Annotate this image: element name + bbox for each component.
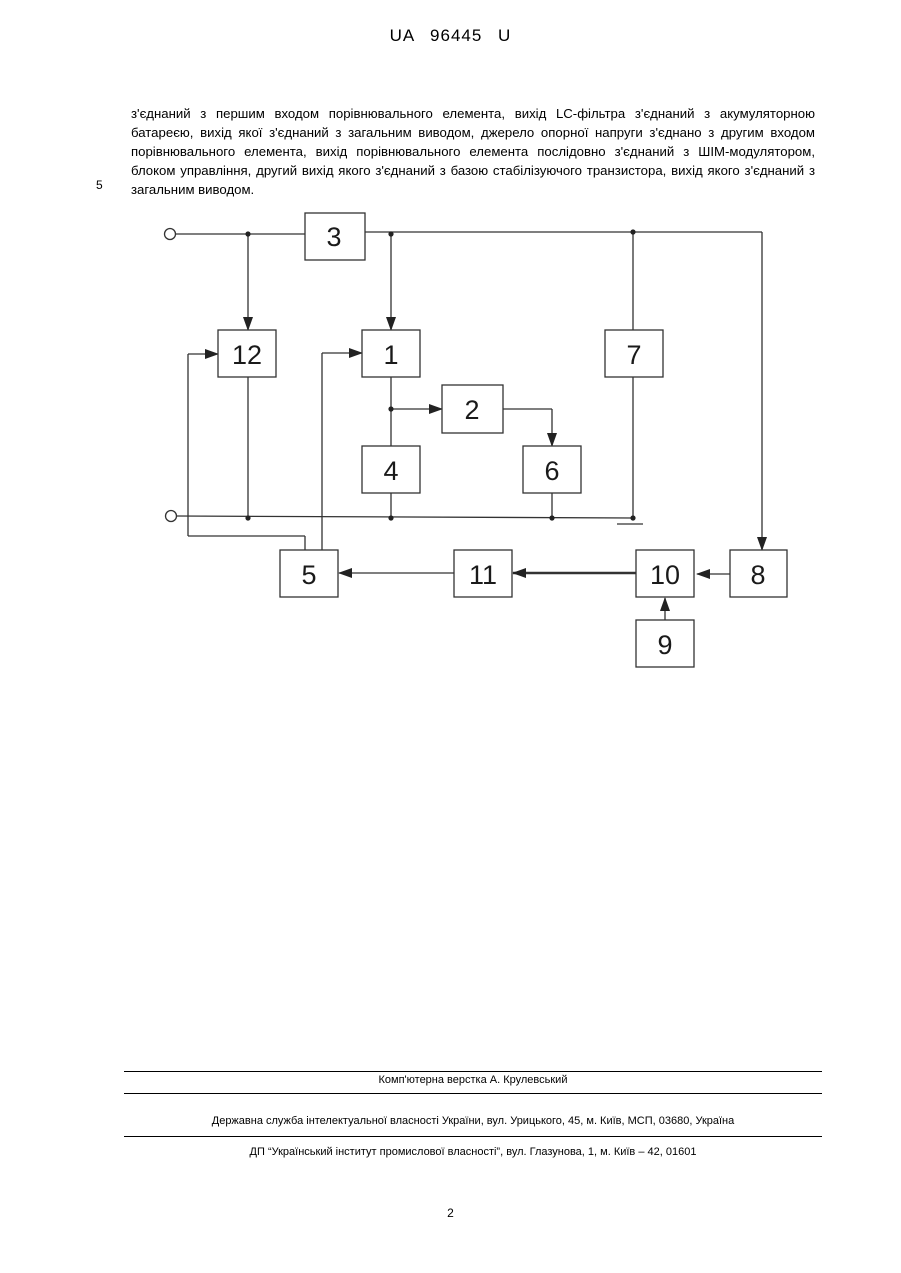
block-8-label: 8 — [750, 560, 765, 590]
input-terminal-bottom — [166, 511, 177, 522]
page-number: 2 — [0, 1206, 901, 1220]
block-9-label: 9 — [657, 630, 672, 660]
block-diagram: 3 12 1 7 2 4 6 5 11 10 8 9 — [0, 0, 901, 700]
block-3-label: 3 — [326, 222, 341, 252]
block-4-label: 4 — [383, 456, 398, 486]
block-1-label: 1 — [383, 340, 398, 370]
footer-divider-3 — [124, 1136, 822, 1137]
block-2-label: 2 — [464, 395, 479, 425]
block-11-label: 11 — [469, 560, 497, 590]
footer-credit: Комп'ютерна верстка А. Крулевський — [124, 1074, 822, 1086]
block-5-label: 5 — [301, 560, 316, 590]
footer-divider-2 — [124, 1093, 822, 1094]
footer-institute: ДП “Український інститут промислової вла… — [124, 1146, 822, 1158]
input-terminal-top — [165, 229, 176, 240]
footer-divider-1 — [124, 1071, 822, 1072]
block-10-label: 10 — [650, 560, 680, 590]
block-6-label: 6 — [544, 456, 559, 486]
footer-agency: Державна служба інтелектуальної власност… — [124, 1115, 822, 1127]
block-12-label: 12 — [232, 340, 262, 370]
block-7-label: 7 — [626, 340, 641, 370]
